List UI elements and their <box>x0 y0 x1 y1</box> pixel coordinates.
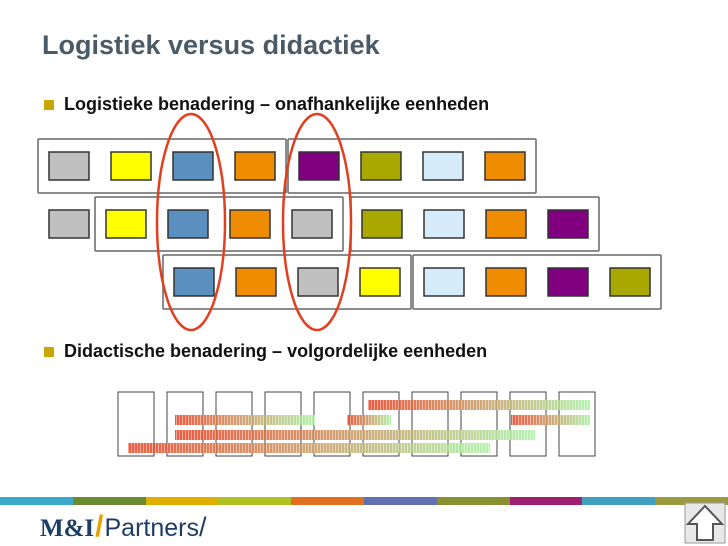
bullet-square-icon <box>44 346 54 357</box>
sequence-bar-texture <box>347 415 391 425</box>
highlight-ellipses <box>155 112 353 332</box>
unit-block <box>359 267 401 297</box>
unit-block <box>291 209 333 239</box>
footer-color-segment <box>0 497 73 505</box>
unit-block <box>423 267 465 297</box>
unit-block <box>48 151 90 181</box>
footer-color-segment <box>363 497 437 505</box>
footer-color-bar <box>0 497 728 505</box>
footer-color-segment <box>436 497 510 505</box>
unit-block <box>167 209 209 239</box>
logistic-diagram <box>37 138 662 310</box>
unit-block <box>361 209 403 239</box>
unit-block <box>173 267 215 297</box>
unit-block <box>547 209 589 239</box>
up-arrow-icon[interactable] <box>684 502 726 544</box>
unit-block <box>235 267 277 297</box>
footer-color-segment <box>509 497 583 505</box>
footer-color-segment <box>655 497 728 505</box>
footer-color-segment <box>218 497 292 505</box>
unit-block <box>234 151 276 181</box>
highlight-ellipse <box>155 112 227 332</box>
unit-block <box>485 209 527 239</box>
sequence-bar-texture <box>128 443 490 453</box>
footer-color-segment <box>291 497 364 505</box>
footer-color-segment <box>145 497 219 505</box>
unit-group-frame <box>412 254 662 310</box>
unit-block <box>360 151 402 181</box>
unit-block <box>297 267 339 297</box>
unit-block <box>298 151 340 181</box>
highlight-ellipse <box>281 112 353 332</box>
logo-partners-text: Partners <box>104 514 199 542</box>
bullet-didactiek-text: Didactische benadering – volgordelijke e… <box>64 341 488 361</box>
unit-block <box>172 151 214 181</box>
unit-block <box>609 267 651 297</box>
footer-color-segment <box>72 497 146 505</box>
unit-block <box>485 267 527 297</box>
unit-block <box>484 151 526 181</box>
bullet-logistiek: Logistieke benadering – onafhankelijke e… <box>44 94 489 115</box>
sequence-bar-texture <box>511 415 590 425</box>
unit-block <box>105 209 147 239</box>
unit-block <box>48 209 90 239</box>
bullet-square-icon <box>44 99 54 110</box>
footer-color-segment <box>582 497 656 505</box>
bullet-didactiek: Didactische benadering – volgordelijke e… <box>44 341 487 362</box>
sequence-bar-texture <box>368 400 590 410</box>
logo-mi-text: M&I <box>40 515 95 542</box>
sequence-bar-texture <box>175 430 535 440</box>
unit-block <box>229 209 271 239</box>
unit-block <box>110 151 152 181</box>
sequence-bar-texture <box>175 415 315 425</box>
unit-block <box>423 209 465 239</box>
mi-partners-logo: M&I / Partners / <box>40 510 207 544</box>
unit-block <box>422 151 464 181</box>
logo-slash-icon: / <box>198 512 207 542</box>
didactic-diagram <box>117 391 596 457</box>
logo-slash-icon: / <box>95 510 104 543</box>
bullet-logistiek-text: Logistieke benadering – onafhankelijke e… <box>64 94 490 114</box>
page-title: Logistiek versus didactiek <box>42 30 380 60</box>
unit-block <box>547 267 589 297</box>
